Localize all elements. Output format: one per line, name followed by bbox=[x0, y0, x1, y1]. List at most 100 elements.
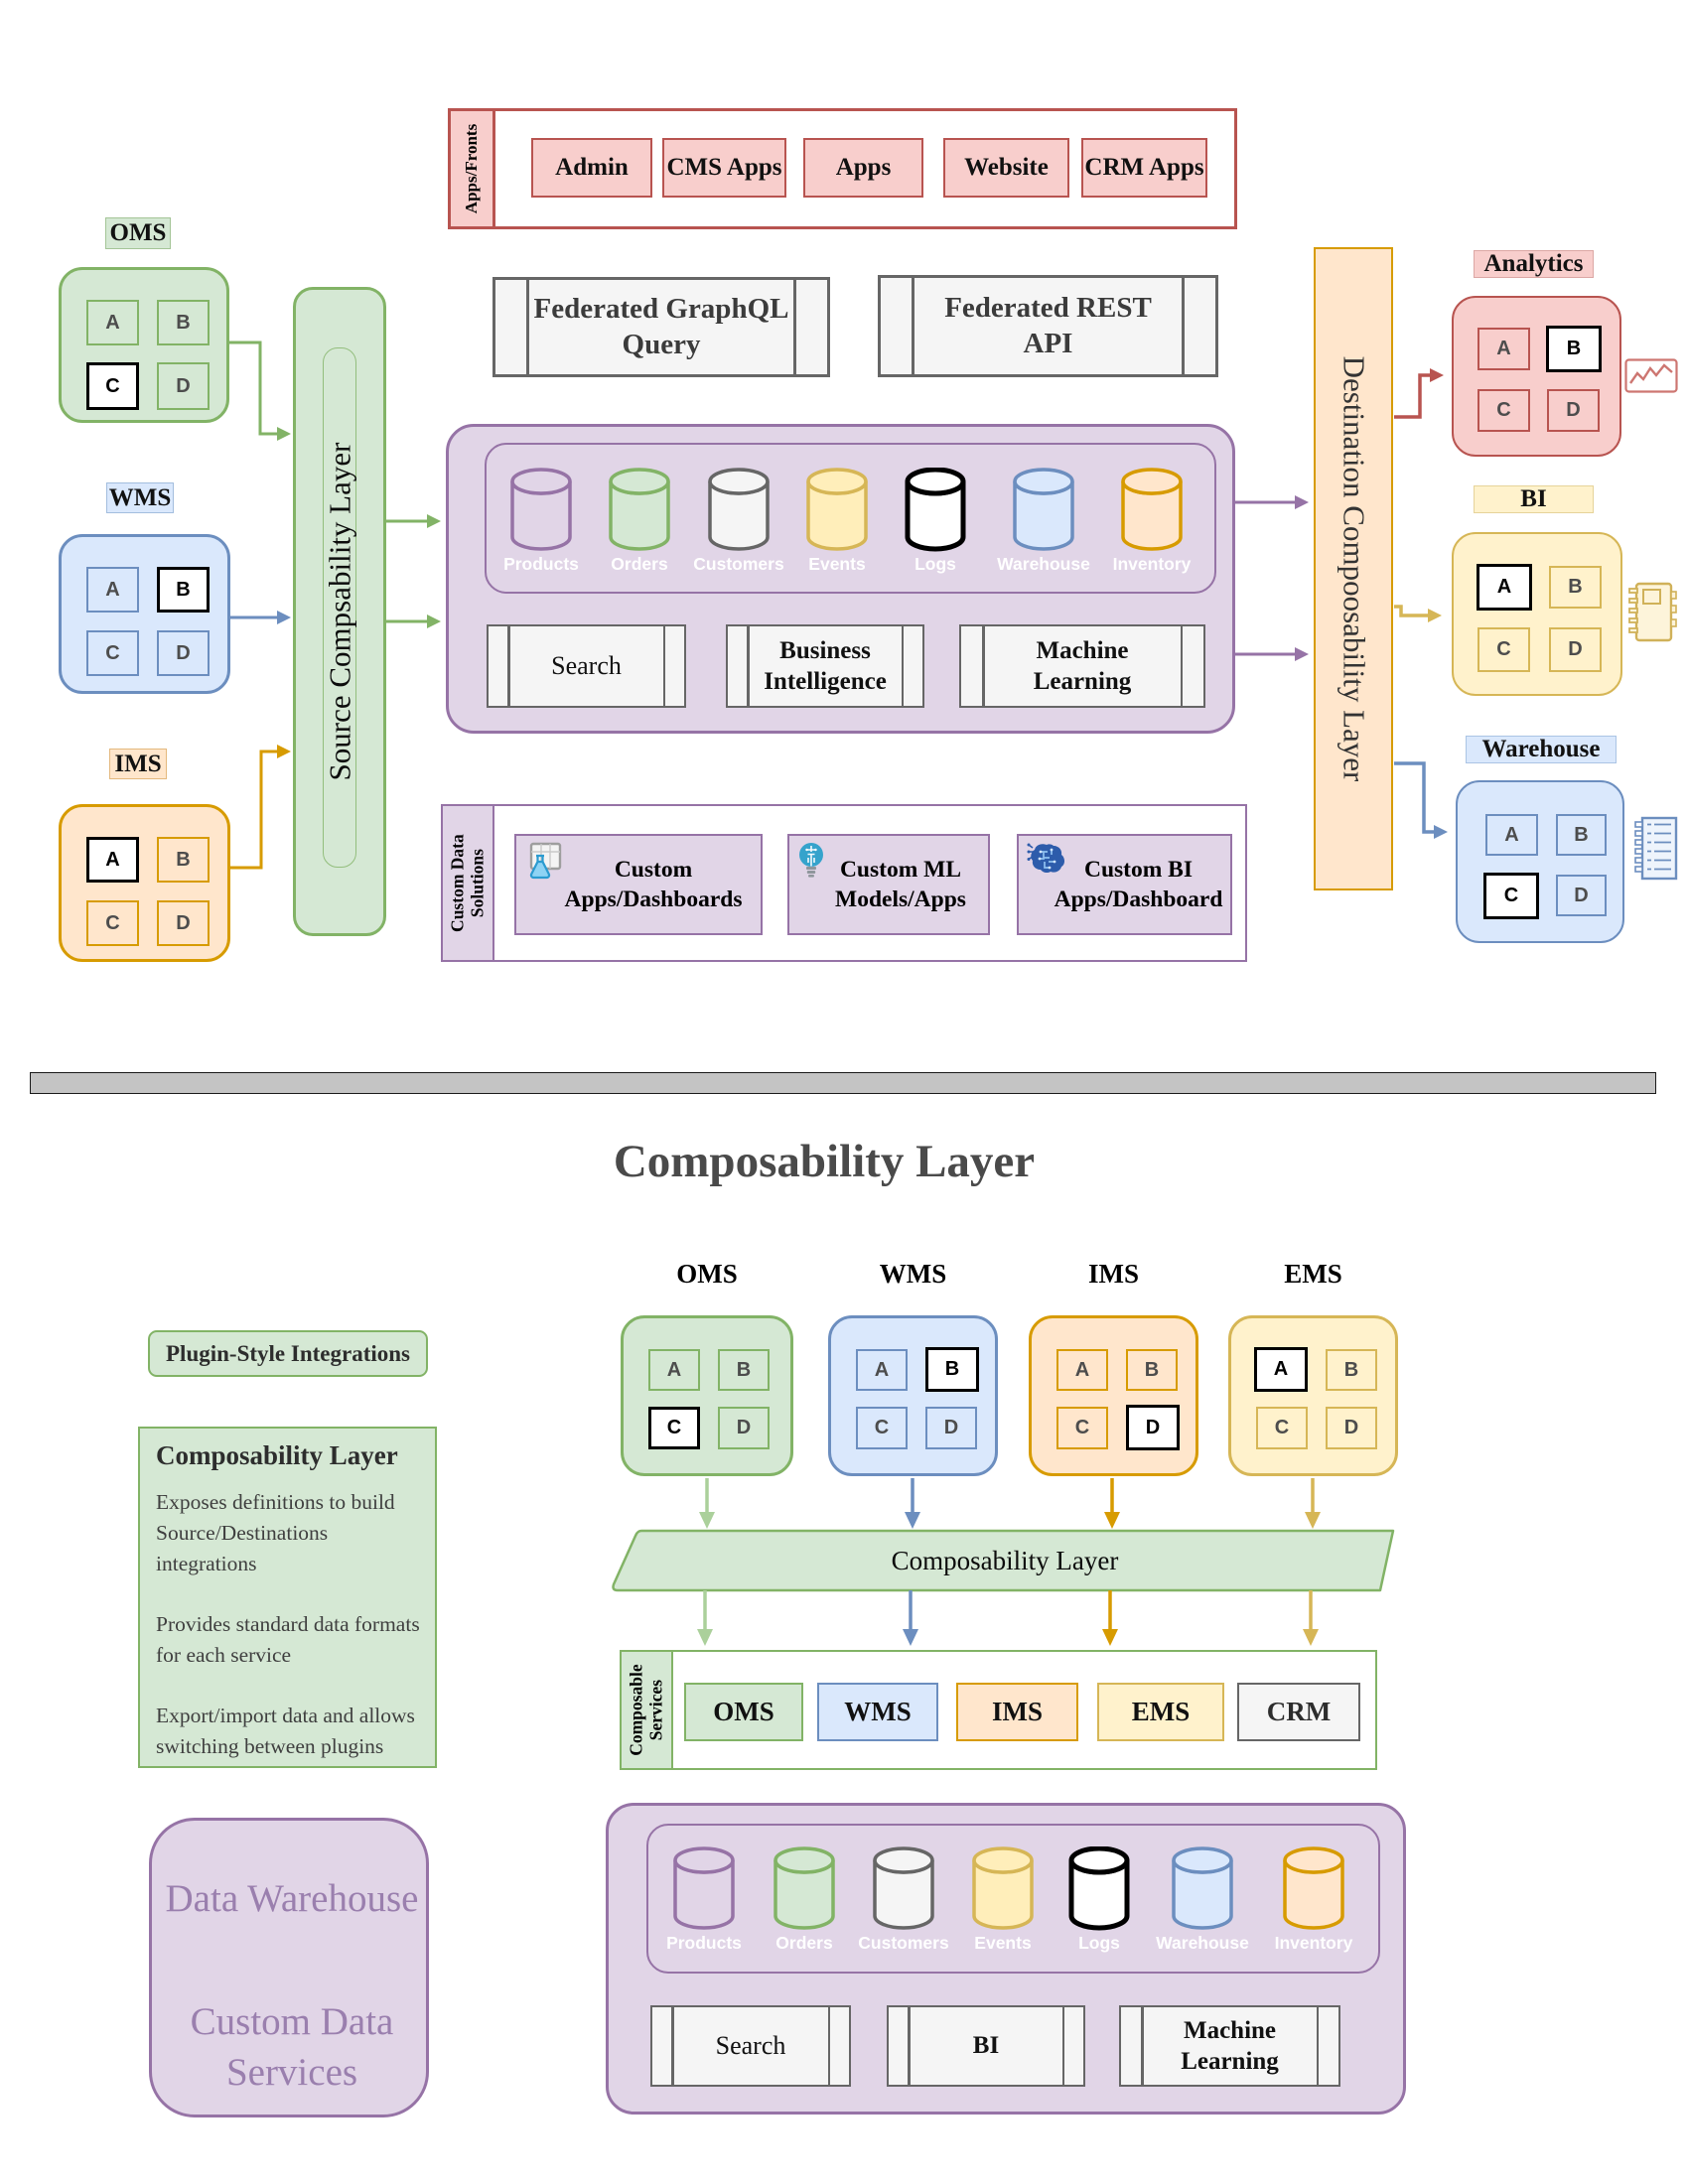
ims-cell-a: A bbox=[86, 837, 139, 883]
federated-graphql-box: Federated GraphQL Query bbox=[492, 277, 830, 377]
custom-solutions-label: Custom Data Solutions bbox=[447, 834, 487, 932]
custom-ml-label: Custom ML Models/Apps bbox=[835, 856, 966, 912]
arrowhead bbox=[1104, 1512, 1120, 1529]
apps-button-crm: CRM Apps bbox=[1081, 138, 1207, 198]
cylinder-shape bbox=[774, 1846, 835, 1930]
cylinder-label: Inventory bbox=[1274, 1933, 1353, 1953]
custom-solutions-strip: Custom Data Solutions bbox=[441, 804, 494, 962]
cylinder-inventory: Inventory bbox=[1113, 468, 1191, 574]
analytics-label: Analytics bbox=[1474, 250, 1594, 278]
cylinder-label: Logs bbox=[1078, 1933, 1120, 1953]
cell-letter: D bbox=[176, 911, 191, 934]
arrowhead bbox=[1305, 1512, 1321, 1529]
cylinder-shape bbox=[873, 1846, 934, 1930]
bi-text: BI bbox=[972, 2032, 1000, 2059]
plugin-style-badge-text: Plugin-Style Integrations bbox=[166, 1340, 410, 1366]
cell-letter: A bbox=[1504, 823, 1519, 846]
custom-data-services-line: Custom Data Services bbox=[190, 2000, 394, 2094]
business-intelligence-box: Business Intelligence bbox=[726, 624, 924, 708]
bottom-ems-label: EMS bbox=[1228, 1259, 1398, 1290]
ims-label-text: IMS bbox=[114, 750, 162, 777]
arrowhead bbox=[427, 614, 441, 628]
bottom-search-box: Search bbox=[650, 2005, 851, 2087]
cell-letter: B bbox=[1568, 576, 1583, 598]
custom-data-services-text: Custom Data Services bbox=[173, 1997, 411, 2098]
process-bar bbox=[662, 626, 665, 706]
custom-bi-label: Custom BI Apps/Dashboard bbox=[1054, 856, 1223, 912]
process-bar bbox=[912, 278, 914, 374]
cell-letter: C bbox=[1074, 1417, 1090, 1438]
source-layer-inner-outline bbox=[323, 347, 356, 868]
bi-cell-a: A bbox=[1477, 564, 1532, 611]
cylinder-label: Events bbox=[808, 554, 866, 574]
cell-letter: D bbox=[1568, 638, 1583, 660]
cell-letter: C bbox=[1496, 638, 1511, 660]
cell-letter: C bbox=[666, 1417, 682, 1438]
chip-text: OMS bbox=[713, 1697, 774, 1726]
apps-button-cms: CMS Apps bbox=[662, 138, 786, 198]
arrow-ims-to-source-layer bbox=[230, 750, 278, 870]
cylinder-label: Customers bbox=[858, 1933, 949, 1953]
ims-cell-b: B bbox=[157, 837, 210, 883]
apps-button-label: CRM Apps bbox=[1084, 154, 1204, 181]
cell-letter: B bbox=[1343, 1358, 1359, 1381]
apps-button-label: Apps bbox=[835, 154, 892, 181]
warehouse-cell-c: C bbox=[1483, 873, 1539, 919]
oms-box: A B C D bbox=[59, 267, 229, 423]
cylinder-shape bbox=[673, 1846, 735, 1930]
oms-cell-c: C bbox=[86, 362, 139, 410]
lightbulb-icon bbox=[799, 843, 823, 878]
cell-letter: D bbox=[1343, 1417, 1359, 1438]
search-label: Search bbox=[489, 626, 684, 706]
wms-cell-d: D bbox=[157, 630, 210, 676]
process-bar bbox=[1180, 626, 1183, 706]
bottom-ims-cell-d: D bbox=[1126, 1405, 1180, 1450]
cylinder-customers: Customers bbox=[693, 468, 784, 574]
arrowhead bbox=[905, 1512, 920, 1529]
bottom-ml-box: Machine Learning bbox=[1119, 2005, 1340, 2087]
analytics-cell-c: C bbox=[1477, 389, 1530, 432]
wms-cell-b: B bbox=[157, 567, 210, 613]
bottom-ems-cell-d: D bbox=[1326, 1407, 1377, 1449]
composable-chip-crm: CRM bbox=[1237, 1683, 1360, 1741]
composability-info-panel: Composability Layer Exposes definitions … bbox=[138, 1427, 437, 1768]
process-bar bbox=[1141, 2007, 1144, 2085]
oms-cell-d: D bbox=[157, 362, 210, 410]
apps-button-label: Admin bbox=[555, 154, 629, 181]
cylinder-shape bbox=[1172, 1846, 1233, 1930]
bi-cell-c: C bbox=[1477, 627, 1530, 672]
label-text: OMS bbox=[676, 1259, 738, 1289]
wms-box: A B C D bbox=[59, 534, 230, 694]
oms-label: OMS bbox=[105, 217, 171, 249]
bi-cell-b: B bbox=[1549, 566, 1602, 609]
analytics-cell-a: A bbox=[1477, 328, 1530, 370]
info-panel-paragraph: Exposes definitions to build Source/Dest… bbox=[156, 1487, 414, 1579]
apps-fronts-label: Apps/Fronts bbox=[462, 123, 482, 214]
bottom-wms-box: A B C D bbox=[828, 1315, 998, 1476]
cell-letter: A bbox=[105, 311, 120, 334]
warehouse-label: Warehouse bbox=[1466, 736, 1617, 763]
cell-letter: C bbox=[1274, 1417, 1290, 1438]
bottom-ems-cell-b: B bbox=[1326, 1349, 1377, 1391]
cylinder-logs: Logs bbox=[905, 467, 966, 574]
source-layer-label: Source Compsability Layer bbox=[322, 442, 356, 781]
label-text: WMS bbox=[879, 1259, 947, 1289]
info-panel-paragraph: Provides standard data formats for each … bbox=[156, 1609, 434, 1671]
destination-layer: Destination Compoosability Layer bbox=[1314, 247, 1393, 890]
bottom-oms-box: A B C D bbox=[621, 1315, 793, 1476]
warehouse-cell-a: A bbox=[1485, 814, 1538, 856]
ml-text: Machine Learning bbox=[1181, 2016, 1279, 2075]
cell-letter: D bbox=[176, 374, 191, 397]
cell-letter: C bbox=[105, 911, 120, 934]
wms-label-text: WMS bbox=[108, 483, 172, 511]
arrowhead bbox=[1102, 1629, 1118, 1646]
plugin-style-badge: Plugin-Style Integrations bbox=[148, 1330, 428, 1377]
bottom-oms-label: OMS bbox=[621, 1259, 793, 1290]
bottom-cylinder-orders: Orders bbox=[774, 1846, 835, 1953]
process-bar bbox=[982, 626, 985, 706]
machine-learning-box: Machine Learning bbox=[959, 624, 1205, 708]
cell-letter: A bbox=[1496, 338, 1511, 359]
cell-letter: D bbox=[1145, 1416, 1161, 1438]
bottom-oms-cell-c: C bbox=[648, 1407, 700, 1449]
